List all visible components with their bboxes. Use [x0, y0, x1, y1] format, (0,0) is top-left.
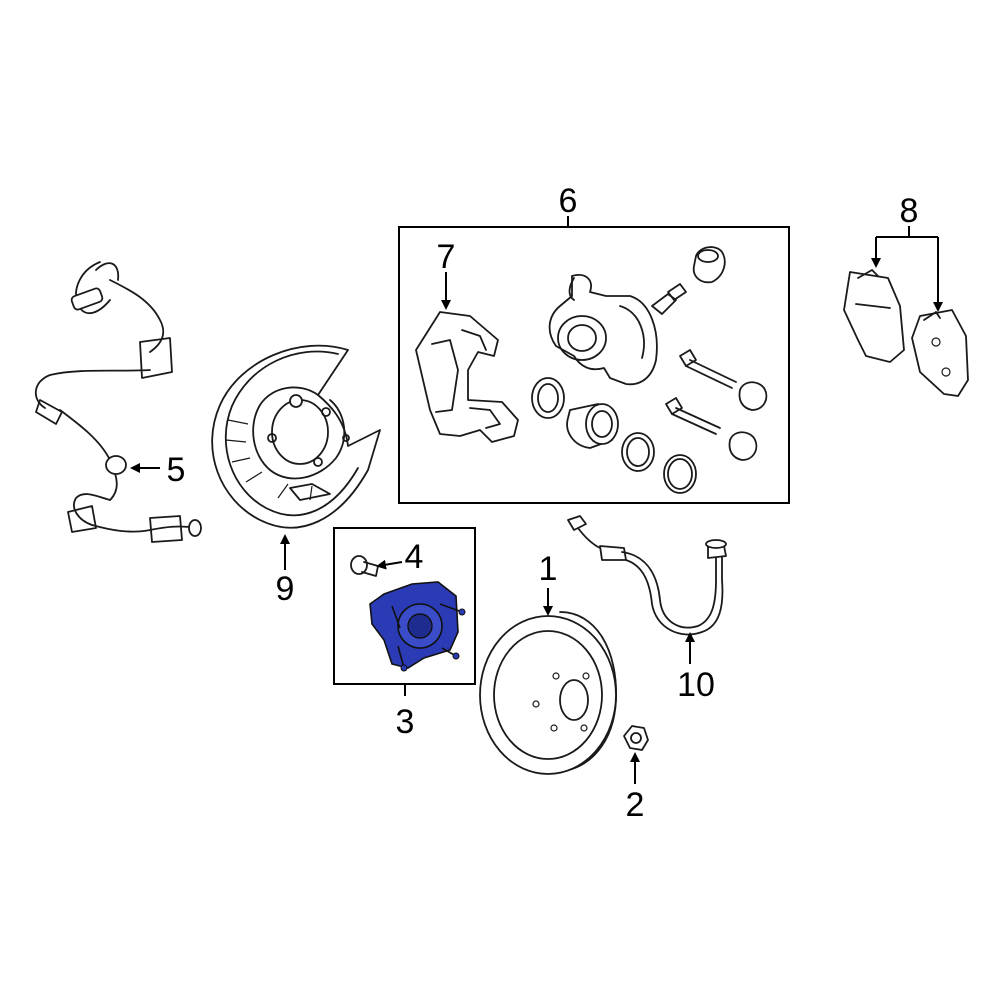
retaining-ring[interactable]: [663, 454, 697, 494]
callout-8: 8: [900, 192, 919, 230]
brake-pad-right[interactable]: [911, 309, 969, 397]
brake-rotor[interactable]: [479, 611, 617, 775]
caliper-bracket[interactable]: [415, 311, 519, 443]
bleeder-screw[interactable]: [651, 283, 687, 315]
callout-9: 9: [276, 570, 295, 608]
caliper-housing[interactable]: [548, 274, 658, 386]
caliper-piston[interactable]: [566, 403, 619, 449]
callout-10: 10: [677, 666, 715, 704]
hub-bearing-assembly[interactable]: [369, 581, 466, 672]
leader-lines: [130, 216, 943, 784]
brake-pad-left[interactable]: [843, 269, 905, 363]
backing-plate[interactable]: [211, 344, 381, 529]
brake-hose[interactable]: [567, 515, 727, 636]
callout-1: 1: [539, 550, 558, 588]
piston-seal[interactable]: [531, 377, 565, 419]
hub-bolt[interactable]: [350, 555, 379, 577]
callout-2: 2: [626, 786, 645, 824]
callout-7: 7: [437, 238, 456, 276]
abs-sensor-wire[interactable]: [34, 261, 202, 543]
callout-5: 5: [167, 451, 186, 489]
callout-3: 3: [396, 703, 415, 741]
callout-6: 6: [559, 182, 578, 220]
guide-pin-lower[interactable]: [665, 397, 758, 461]
dust-boot[interactable]: [621, 432, 655, 472]
bleeder-cap[interactable]: [692, 246, 726, 284]
caliper-assembly-box: [398, 226, 790, 504]
lug-nut[interactable]: [623, 725, 649, 751]
callout-4: 4: [405, 538, 424, 576]
guide-pin-upper[interactable]: [679, 349, 768, 411]
